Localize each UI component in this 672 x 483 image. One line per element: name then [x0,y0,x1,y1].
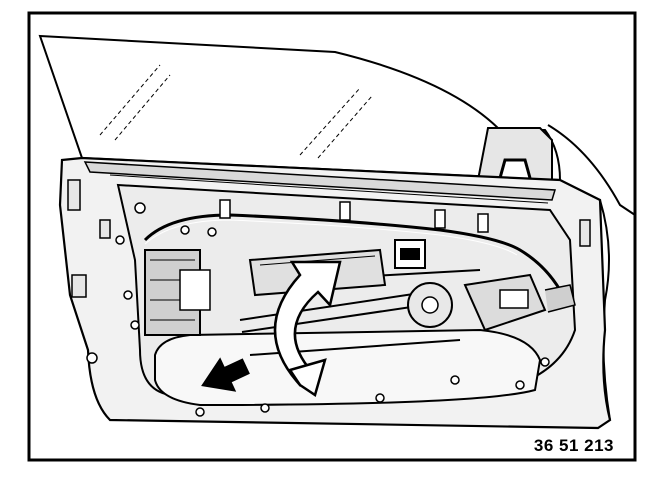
door-front-contour [599,199,611,421]
hinge-details [67,179,591,298]
door-front-edge [547,124,636,216]
lower-cutout [154,328,542,407]
connector-socket [400,248,420,260]
harness-clips [219,199,489,233]
pointer-arrow [201,357,250,392]
cable-highlight [144,219,518,256]
mirror-bracket [498,158,532,179]
channel-line [109,174,549,204]
figure-reference-number: 36 51 213 [533,436,614,455]
window-glass [38,34,562,182]
mounting-screws [86,202,550,417]
guide-bar-detail [259,255,376,266]
removal-arrow-head [288,358,327,397]
glass-reflection [99,64,373,159]
window-channel [83,161,556,201]
window-motor [407,273,576,332]
lock-mechanism [144,249,211,336]
cable-harness [143,213,562,291]
